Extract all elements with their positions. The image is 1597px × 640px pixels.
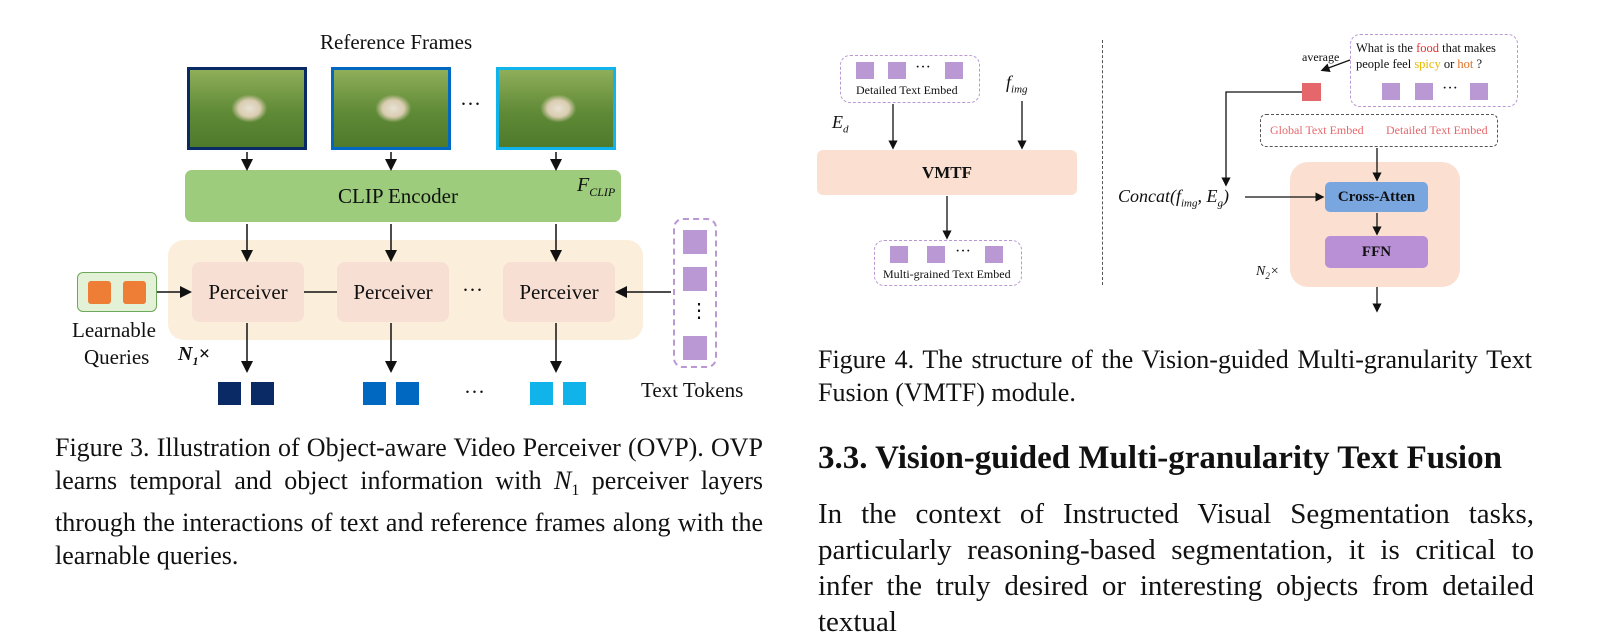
n1-label: N1×	[178, 343, 210, 368]
outputs-ellipsis: ···	[464, 380, 485, 404]
n2-label: N2×	[1256, 264, 1280, 281]
question-token	[1382, 83, 1400, 100]
text-tokens-dots: ⋮	[689, 300, 709, 322]
output-token	[218, 382, 241, 405]
ffn-box: FFN	[1325, 236, 1428, 268]
perceiver-1: Perceiver	[192, 262, 304, 322]
output-token	[251, 382, 274, 405]
perceiver-2-label: Perceiver	[353, 279, 433, 304]
embed-token	[985, 246, 1003, 263]
embed-pair-box	[1260, 114, 1498, 147]
question-ellipsis: ···	[1442, 80, 1458, 97]
reference-frame-1	[187, 67, 307, 150]
text-token-3	[683, 336, 707, 360]
concat-label: Concat(fimg, Eg)	[1118, 186, 1229, 210]
clip-encoder-label: CLIP Encoder	[338, 184, 458, 208]
figure-3: Reference Frames ··· CLIP Encoder FCLIP …	[0, 0, 800, 420]
figure-divider	[1102, 40, 1103, 285]
output-token	[363, 382, 386, 405]
perceivers-ellipsis: ···	[462, 278, 483, 302]
multi-grained-box	[874, 240, 1022, 286]
embed-token	[927, 246, 945, 263]
learnable-queries-label-1: Learnable	[72, 318, 156, 342]
reference-frame-2	[331, 67, 451, 150]
embed-token	[890, 246, 908, 263]
figure-4-arrows	[888, 59, 1382, 313]
output-token	[530, 382, 553, 405]
figure-3-arrows	[157, 152, 671, 373]
text-tokens-box	[673, 218, 717, 368]
text-tokens-label: Text Tokens	[641, 378, 744, 402]
learnable-queries-label-2: Queries	[84, 345, 150, 369]
caption-var: N	[554, 465, 572, 495]
perceiver-3-label: Perceiver	[519, 279, 599, 304]
query-token-2	[123, 281, 146, 304]
caption-sub: 1	[571, 481, 580, 499]
section-title: 3.3. Vision-guided Multi-granularity Tex…	[818, 440, 1502, 476]
question-box	[1350, 34, 1518, 107]
question-text: What is the food that makes people feel …	[1356, 41, 1496, 71]
embed-token	[945, 62, 963, 79]
ffn-label: FFN	[1361, 243, 1392, 260]
multi-grained-label: Multi-grained Text Embed	[883, 267, 1011, 281]
detailed-text-embed-label: Detailed Text Embed	[856, 83, 958, 97]
cross-atten-label: Cross-Atten	[1337, 188, 1416, 205]
global-text-embed-label: Global Text Embed	[1270, 123, 1364, 137]
figure-4-caption: Figure 4. The structure of the Vision-gu…	[818, 345, 1532, 407]
question-token	[1470, 83, 1488, 100]
query-token-1	[88, 281, 111, 304]
caption-text: perceiver layers through the interaction…	[55, 465, 764, 570]
reference-frames-label: Reference Frames	[320, 30, 473, 54]
clip-encoder-box	[185, 170, 621, 222]
vmtf-label: VMTF	[921, 162, 973, 182]
f-clip-label: FCLIP	[577, 174, 616, 199]
text-token-2	[683, 267, 707, 291]
average-token	[1302, 83, 1321, 101]
embed-token	[856, 62, 874, 79]
figure-4: ··· Detailed Text Embed Ed fimg VMTF ···…	[800, 0, 1597, 330]
frames-ellipsis: ···	[460, 92, 481, 116]
embed-token	[888, 62, 906, 79]
perceiver-2: Perceiver	[337, 262, 449, 322]
vmtf-box: VMTF	[817, 150, 1077, 195]
figure-3-caption: Figure 3. Illustration of Object-aware V…	[55, 432, 763, 572]
text-token-1	[683, 230, 707, 254]
cross-atten-box: Cross-Atten	[1325, 182, 1428, 212]
caption-text: Figure 3. Illustration of Object-aware V…	[55, 433, 763, 495]
detailed-text-embed-label-2: Detailed Text Embed	[1386, 123, 1488, 137]
perceiver-3: Perceiver	[503, 262, 615, 322]
embed-ellipsis: ···	[955, 243, 971, 260]
detailed-text-embed-box	[840, 55, 980, 103]
average-label: average	[1302, 50, 1340, 64]
section-paragraph: In the context of Instructed Visual Segm…	[818, 498, 1534, 638]
output-token	[396, 382, 419, 405]
output-token	[563, 382, 586, 405]
question-token	[1415, 83, 1433, 100]
f-img-label: fimg	[1006, 72, 1028, 96]
e-d-label: Ed	[832, 112, 849, 136]
reference-frame-3	[496, 67, 616, 150]
perceiver-1-label: Perceiver	[208, 279, 288, 304]
embed-ellipsis: ···	[915, 59, 931, 76]
